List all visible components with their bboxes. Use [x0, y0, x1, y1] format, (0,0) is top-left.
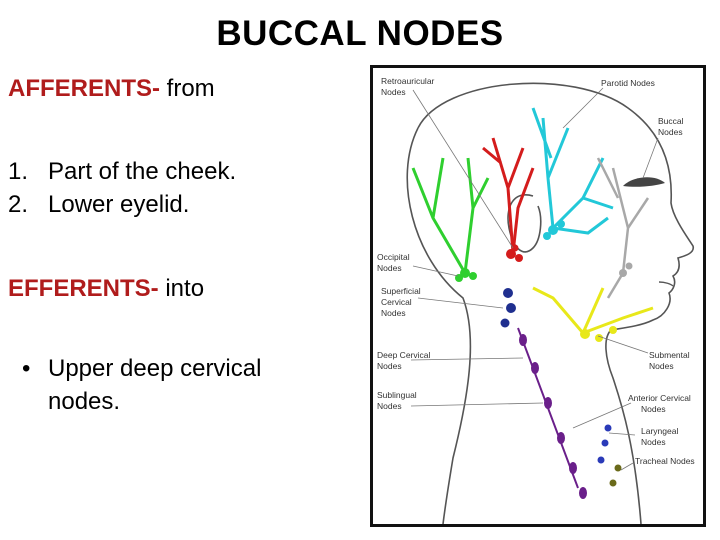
buccal-vessels: [596, 157, 650, 299]
label-submental: Submental Nodes: [649, 350, 692, 371]
retroauricular-vessels: [482, 137, 535, 254]
efferents-list: • Upper deep cervical nodes.: [8, 352, 288, 418]
label-anterior-cervical: Anterior Cervical Nodes: [628, 393, 693, 414]
laryngeal-nodes: [597, 424, 612, 464]
efferents-suffix: into: [158, 275, 205, 302]
buccal-nodes: [619, 262, 633, 277]
efferents-label: EFFERENTS-: [8, 275, 159, 302]
list-number: 2.: [8, 191, 29, 218]
afferents-heading: AFFERENTS- from: [8, 72, 215, 105]
neck-back-outline: [406, 127, 472, 524]
retroauricular-nodes: [506, 244, 523, 262]
label-buccal: Buccal Nodes: [658, 116, 686, 137]
head-outline: [417, 82, 695, 524]
mouth-outline: [658, 281, 674, 287]
afferents-label: AFFERENTS-: [8, 75, 160, 102]
list-text: Part of the cheek.: [48, 158, 237, 185]
list-text: Lower eyelid.: [48, 191, 190, 218]
list-item: 2. Lower eyelid.: [8, 188, 236, 221]
afferents-suffix: from: [160, 75, 215, 102]
deep-cervical-nodes: [519, 334, 587, 499]
bullet-icon: •: [22, 355, 31, 382]
tracheal-nodes: [609, 464, 622, 487]
list-item: 1. Part of the cheek.: [8, 155, 236, 188]
label-parotid: Parotid Nodes: [601, 78, 655, 88]
occipital-nodes: [455, 268, 477, 282]
afferents-list: 1. Part of the cheek. 2. Lower eyelid.: [8, 155, 236, 221]
label-deep-cervical: Deep Cervical Nodes: [377, 350, 433, 371]
submental-vessels: [532, 286, 654, 335]
submental-nodes: [580, 326, 617, 342]
label-sublingual: Sublingual Nodes: [377, 390, 419, 411]
occipital-vessels: [411, 157, 490, 274]
label-laryngeal: Laryngeal Nodes: [641, 426, 681, 447]
efferents-heading: EFFERENTS- into: [8, 272, 204, 305]
label-tracheal: Tracheal Nodes: [635, 456, 695, 466]
head-neck-diagram: Retroauricular Nodes Parotid Nodes Bucca…: [377, 76, 695, 524]
label-occipital: Occipital Nodes: [377, 252, 412, 273]
eye-outline: [623, 177, 665, 187]
label-superficial-cervical: Superficial Cervical Nodes: [381, 286, 423, 318]
parotid-nodes: [543, 220, 565, 240]
page-title: BUCCAL NODES: [216, 14, 504, 53]
superficial-cervical-nodes: [500, 288, 516, 328]
label-retroauricular: Retroauricular Nodes: [381, 76, 437, 97]
ear-outline: [507, 194, 542, 253]
leader-lines: [410, 87, 659, 471]
parotid-vessels: [531, 107, 614, 235]
list-number: 1.: [8, 158, 29, 185]
list-text: Upper deep cervical nodes.: [48, 355, 262, 415]
lymph-nodes-illustration: Retroauricular Nodes Parotid Nodes Bucca…: [370, 65, 706, 527]
